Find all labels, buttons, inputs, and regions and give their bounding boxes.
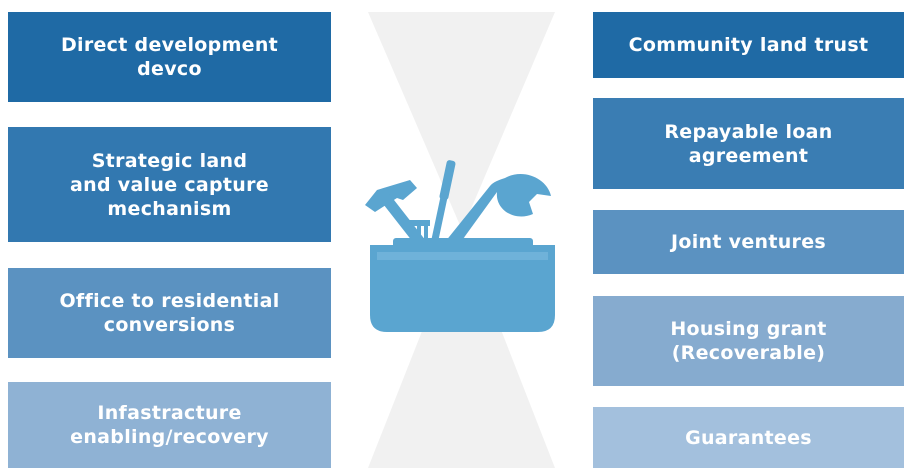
box-repayable-loan: Repayable loan agreement	[593, 98, 904, 189]
box-joint-ventures: Joint ventures	[593, 210, 904, 274]
box-label: Repayable loan agreement	[664, 120, 833, 167]
box-label: Guarantees	[685, 426, 812, 449]
box-label: Office to residential conversions	[59, 290, 280, 336]
box-guarantees: Guarantees	[593, 407, 904, 468]
box-community-land-trust: Community land trust	[593, 12, 904, 78]
box-label: Joint ventures	[670, 231, 827, 253]
box-direct-development: Direct development devco	[8, 12, 331, 102]
toolbox-icon	[365, 160, 555, 332]
box-housing-grant: Housing grant (Recoverable)	[593, 296, 904, 386]
box-infrastructure: Infastracture enabling/recovery	[8, 382, 331, 468]
box-label: Direct development devco	[60, 34, 279, 80]
box-label: Strategic land and value capture mechani…	[70, 149, 269, 220]
box-strategic-land: Strategic land and value capture mechani…	[8, 127, 331, 242]
box-label: Community land trust	[628, 34, 869, 56]
box-label: Housing grant (Recoverable)	[670, 318, 827, 364]
box-office-to-residential: Office to residential conversions	[8, 268, 331, 358]
box-label: Infastracture enabling/recovery	[70, 402, 269, 448]
